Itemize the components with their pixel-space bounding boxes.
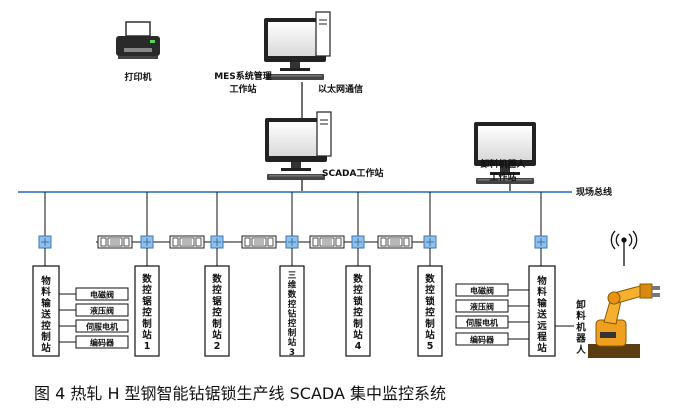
station-box-drill-3 (279, 265, 305, 357)
device-label-right-0: 电磁阀 (470, 286, 494, 296)
device-label-left-3: 编码器 (90, 338, 115, 348)
plc-module-5 (377, 235, 413, 249)
plc-module-3 (241, 235, 277, 249)
robot-label: 卸料机器人 (575, 299, 586, 356)
plc-module-2 (169, 235, 205, 249)
device-label-right-2: 伺服电机 (465, 318, 498, 328)
figure-caption: 图 4 热轧 H 型钢智能钻锯锁生产线 SCADA 集中监控系统 (34, 384, 446, 403)
printer-label: 打印机 (124, 71, 151, 83)
station-box-remote (528, 265, 556, 357)
robot-workstation-label-line2: 工作站 (489, 171, 516, 183)
device-box-left-1 (75, 303, 129, 317)
field-bus-label: 现场总线 (576, 186, 612, 198)
wireless-antenna-icon (610, 230, 638, 266)
station-label-material-conveying: 物料输送控制站 (40, 275, 51, 354)
plc-module-4 (309, 235, 345, 249)
robot-arm-icon (588, 283, 660, 358)
device-box-right-1 (455, 299, 509, 313)
device-box-left-0 (75, 287, 129, 301)
mes-label-line2: 工作站 (229, 83, 256, 95)
scada-label: SCADA工作站 (322, 167, 384, 179)
device-box-left-2 (75, 319, 129, 333)
station-box-lock-4 (345, 265, 371, 357)
mes-label-line1: MES系统管理 (214, 70, 272, 82)
printer-icon (116, 21, 160, 59)
device-label-right-3: 编码器 (470, 335, 495, 345)
device-box-right-0 (455, 283, 509, 297)
device-label-left-1: 液压阀 (90, 306, 114, 316)
device-label-left-2: 伺服电机 (85, 322, 118, 332)
device-label-right-1: 液压阀 (470, 302, 494, 312)
station-box-saw-1 (134, 265, 160, 357)
robot-workstation-label-line1: 卸料机器人 (480, 158, 526, 170)
bus-drops (44, 192, 542, 236)
device-box-right-3 (455, 332, 509, 346)
station-box-material-conveying (32, 265, 60, 357)
device-box-left-3 (75, 335, 129, 349)
station-label-remote: 物料输送远程站 (536, 275, 547, 354)
plc-module-1 (97, 235, 133, 249)
ethernet-label: 以太网通信 (318, 83, 363, 95)
device-box-right-2 (455, 315, 509, 329)
station-box-saw-2 (204, 265, 230, 357)
device-label-left-0: 电磁阀 (90, 290, 114, 300)
station-box-lock-5 (417, 265, 443, 357)
mes-computer-icon (264, 11, 331, 80)
